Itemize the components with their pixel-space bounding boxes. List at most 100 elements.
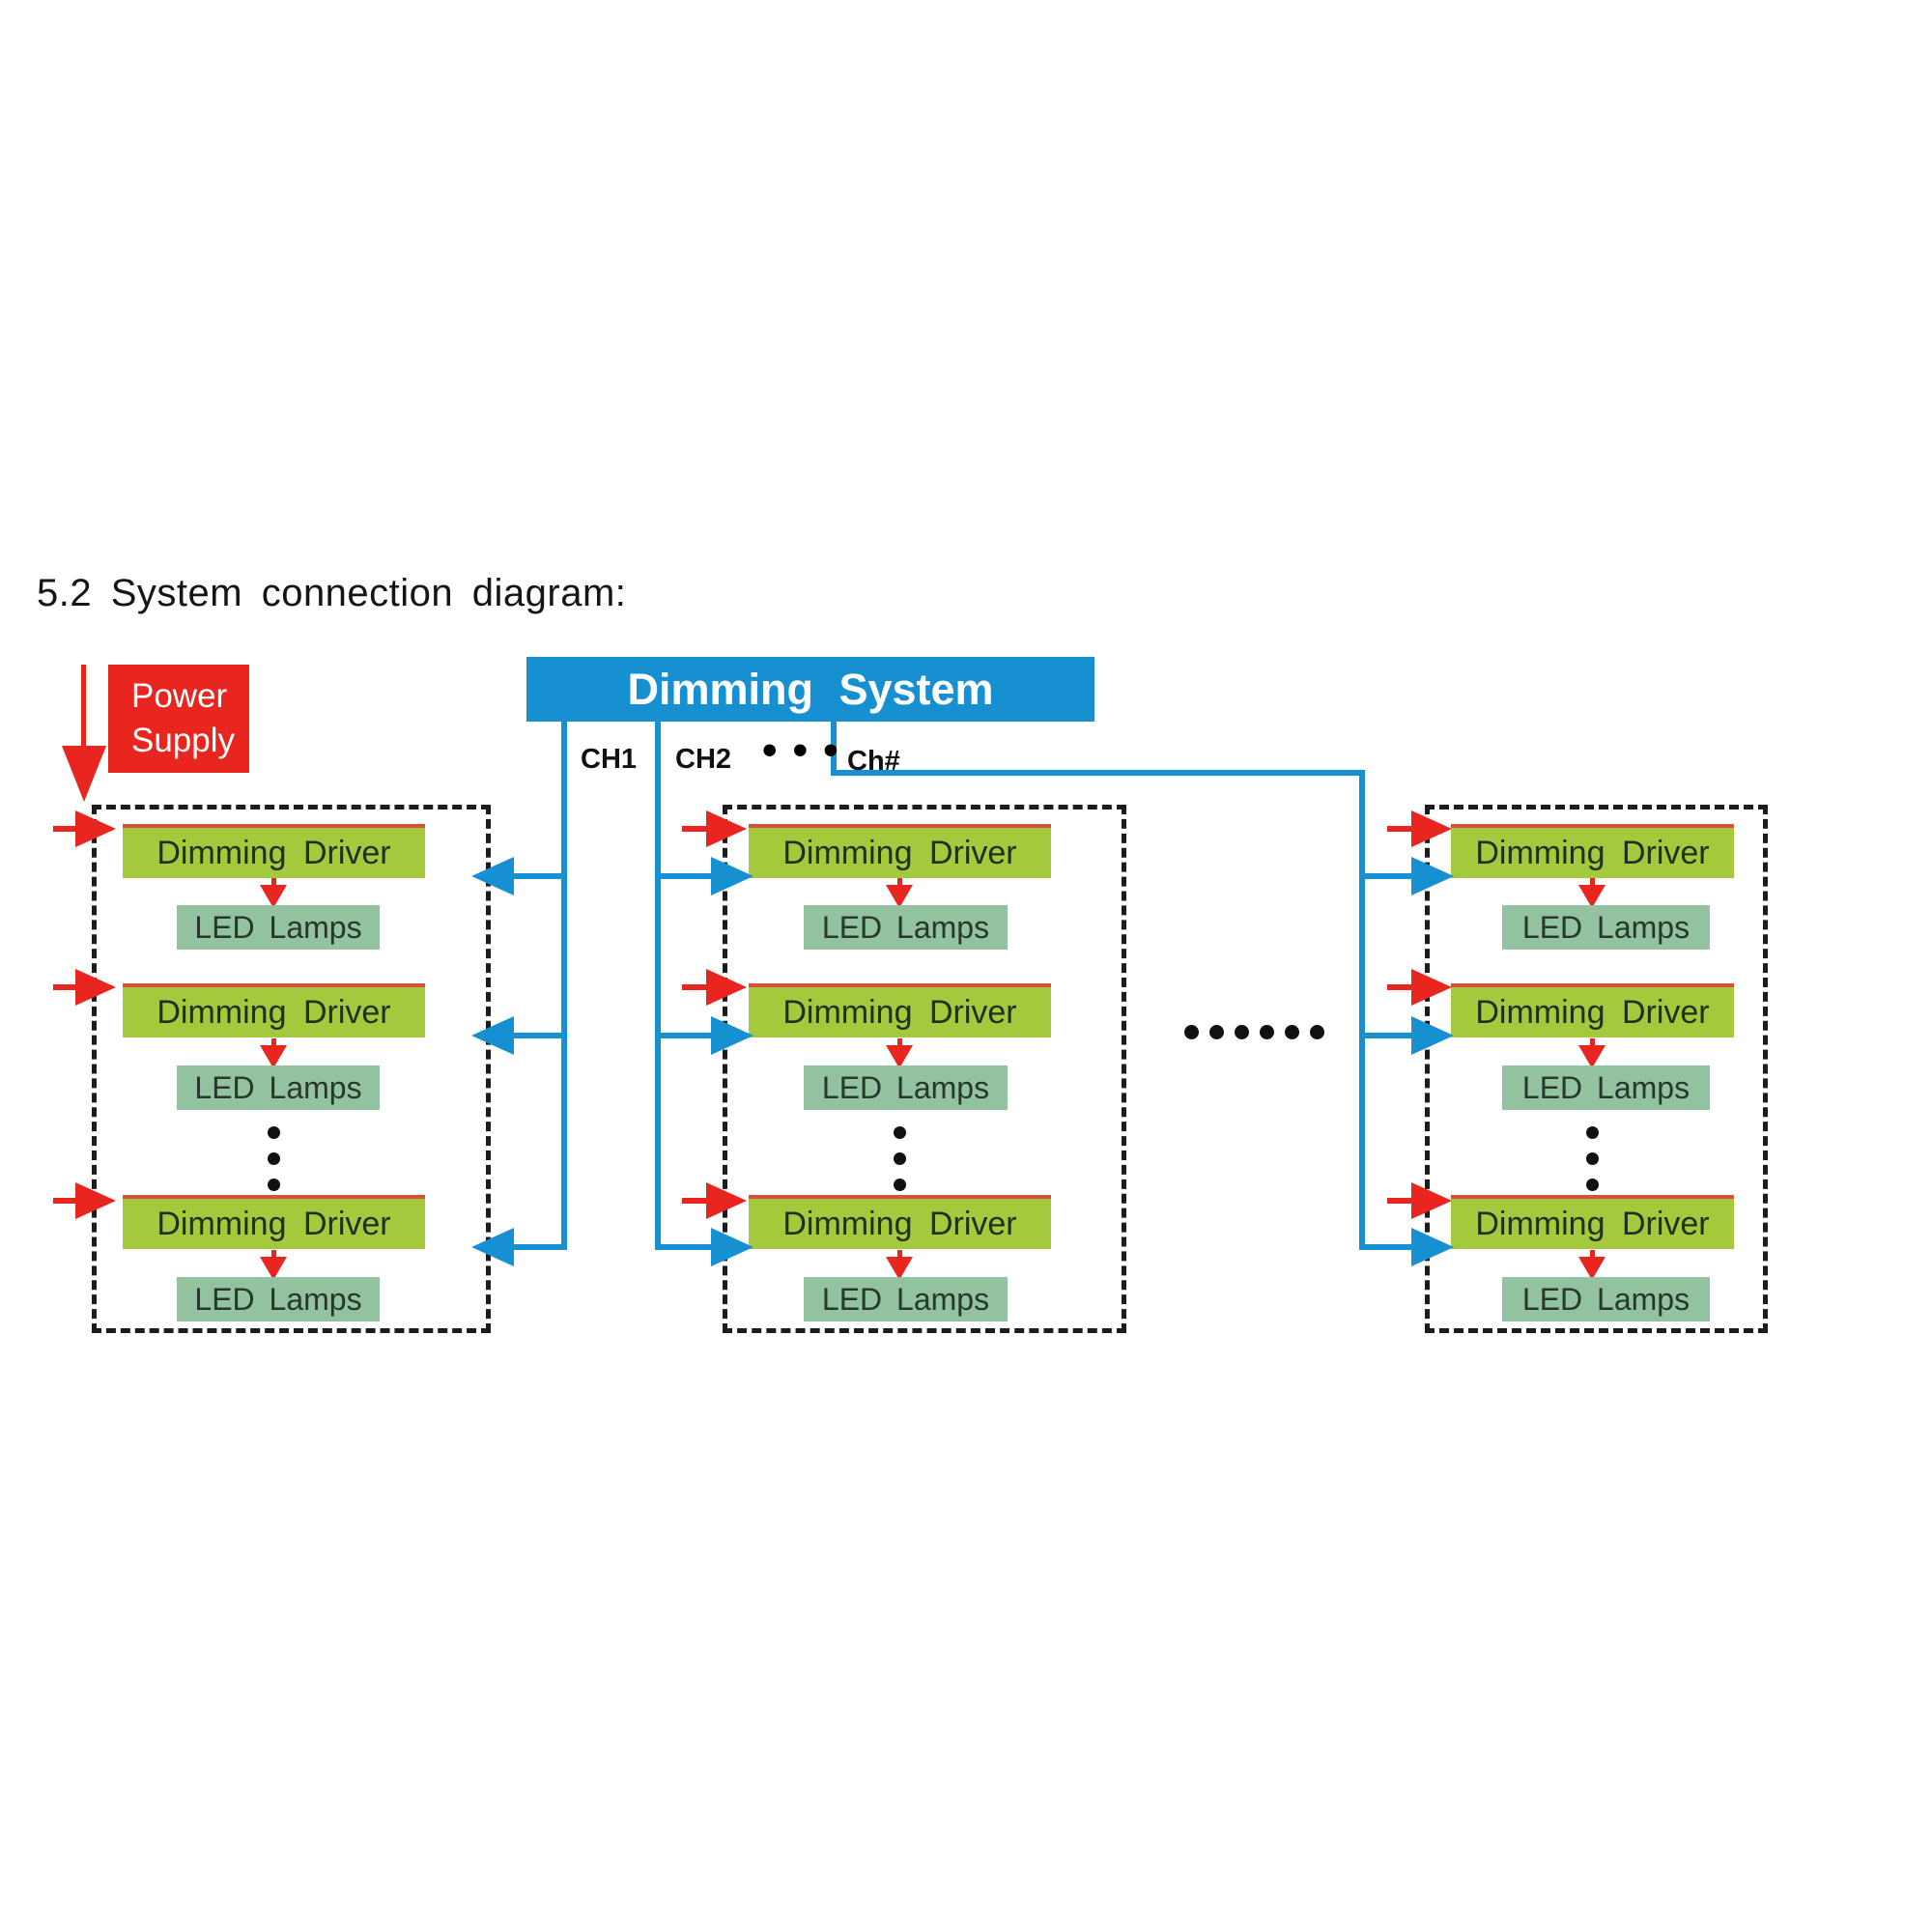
dimming-driver-label: Dimming Driver (1475, 834, 1710, 871)
ch1-label: CH1 (581, 744, 638, 775)
g2-vertical-dots (894, 1152, 906, 1165)
dimming-driver-label: Dimming Driver (782, 1205, 1017, 1242)
g2-drop-arrow-line-1 (897, 878, 902, 888)
g2-drop-arrow-line-3 (897, 1250, 902, 1260)
g1-led-lamps-1: LED Lamps (177, 905, 380, 950)
g1-drop-arrow-line-3 (271, 1250, 276, 1260)
g3-led-lamps-1: LED Lamps (1502, 905, 1710, 950)
g2-drop-arrow-icon-3 (886, 1257, 913, 1280)
g1-led-lamps-2: LED Lamps (177, 1065, 380, 1110)
g2-drop-arrow-icon-1 (886, 885, 913, 908)
g1-drop-arrow-line-1 (271, 878, 276, 888)
ch2-label: CH2 (675, 744, 732, 775)
chn-label: Ch# (847, 746, 900, 777)
g2-power-feed-arrow-icon-2 (706, 969, 747, 1006)
g2-drop-arrow-icon-2 (886, 1045, 913, 1068)
g2-dimming-driver-3: Dimming Driver (749, 1195, 1051, 1249)
g1-power-feed-arrow-icon-1 (75, 810, 116, 847)
group-ellipsis-dots (1235, 1025, 1249, 1039)
g2-dimming-driver-2: Dimming Driver (749, 983, 1051, 1037)
led-lamps-label: LED Lamps (821, 909, 990, 945)
g2-signal-line-2 (661, 1033, 713, 1038)
power-supply-arrow-line (81, 665, 86, 750)
channel-ellipsis: • • • (762, 726, 840, 774)
g1-dimming-driver-1: Dimming Driver (123, 824, 425, 878)
g2-dimming-driver-1: Dimming Driver (749, 824, 1051, 878)
g2-power-feed-line-2 (682, 984, 709, 990)
dimming-driver-label: Dimming Driver (156, 834, 391, 871)
g1-signal-line-2 (514, 1033, 567, 1038)
g3-power-feed-line-1 (1387, 826, 1414, 832)
chn-line-vertical (1359, 770, 1365, 1250)
g3-signal-line-1 (1365, 873, 1413, 879)
g3-led-lamps-3: LED Lamps (1502, 1277, 1710, 1321)
g3-vertical-dots (1586, 1152, 1599, 1165)
g1-led-lamps-3: LED Lamps (177, 1277, 380, 1321)
g1-signal-arrow-icon-3 (471, 1228, 514, 1266)
g3-signal-arrow-icon-1 (1411, 857, 1454, 895)
g1-power-feed-line-2 (53, 984, 78, 990)
g2-power-feed-arrow-icon-1 (706, 810, 747, 847)
led-lamps-label: LED Lamps (1521, 909, 1690, 945)
g3-led-lamps-2: LED Lamps (1502, 1065, 1710, 1110)
g1-power-feed-line-3 (53, 1198, 78, 1204)
g2-signal-line-3 (661, 1244, 713, 1250)
led-lamps-label: LED Lamps (194, 909, 362, 945)
g3-power-feed-arrow-icon-1 (1411, 810, 1452, 847)
g3-dimming-driver-2: Dimming Driver (1451, 983, 1734, 1037)
g3-vertical-dots (1586, 1179, 1599, 1191)
g2-signal-arrow-icon-2 (711, 1016, 753, 1055)
group-ellipsis-dots (1184, 1025, 1199, 1039)
dimming-driver-label: Dimming Driver (782, 834, 1017, 871)
g2-led-lamps-2: LED Lamps (804, 1065, 1008, 1110)
g1-power-feed-line-1 (53, 826, 78, 832)
g3-drop-arrow-line-1 (1590, 878, 1595, 888)
g3-signal-line-2 (1365, 1033, 1413, 1038)
led-lamps-label: LED Lamps (821, 1281, 990, 1317)
g1-vertical-dots (268, 1152, 280, 1165)
g2-signal-arrow-icon-1 (711, 857, 753, 895)
led-lamps-label: LED Lamps (1521, 1281, 1690, 1317)
g2-signal-line-1 (661, 873, 713, 879)
g2-vertical-dots (894, 1179, 906, 1191)
g3-power-feed-arrow-icon-2 (1411, 969, 1452, 1006)
g3-drop-arrow-line-3 (1590, 1250, 1595, 1260)
group-ellipsis-dots (1260, 1025, 1274, 1039)
power-supply-label: Power Supply (131, 676, 236, 759)
led-lamps-label: LED Lamps (194, 1069, 362, 1105)
dimming-driver-label: Dimming Driver (782, 993, 1017, 1031)
g1-signal-arrow-icon-1 (471, 857, 514, 895)
led-lamps-label: LED Lamps (821, 1069, 990, 1105)
g3-drop-arrow-icon-1 (1578, 885, 1605, 908)
led-lamps-label: LED Lamps (1521, 1069, 1690, 1105)
g1-drop-arrow-icon-2 (260, 1045, 287, 1068)
chn-line-stub (831, 722, 837, 776)
g1-vertical-dots (268, 1126, 280, 1139)
g2-power-feed-line-1 (682, 826, 709, 832)
driver-group-1 (92, 805, 491, 1333)
power-supply-box: Power Supply (108, 665, 249, 773)
section-title: 5.2 System connection diagram: (37, 572, 627, 614)
led-lamps-label: LED Lamps (194, 1281, 362, 1317)
g2-power-feed-arrow-icon-3 (706, 1182, 747, 1219)
group-ellipsis-dots (1209, 1025, 1224, 1039)
g3-signal-line-3 (1365, 1244, 1413, 1250)
g1-dimming-driver-2: Dimming Driver (123, 983, 425, 1037)
dimming-system-label: Dimming System (627, 664, 994, 714)
g3-signal-arrow-icon-2 (1411, 1016, 1454, 1055)
dimming-driver-label: Dimming Driver (156, 1205, 391, 1242)
g1-power-feed-arrow-icon-3 (75, 1182, 116, 1219)
g1-drop-arrow-line-2 (271, 1038, 276, 1048)
g3-drop-arrow-icon-2 (1578, 1045, 1605, 1068)
g1-signal-line-1 (514, 873, 567, 879)
g3-signal-arrow-icon-3 (1411, 1228, 1454, 1266)
ch1-line (561, 722, 567, 1250)
g2-vertical-dots (894, 1126, 906, 1139)
ch2-line (655, 722, 661, 1250)
g1-signal-line-3 (514, 1244, 567, 1250)
g3-drop-arrow-icon-3 (1578, 1257, 1605, 1280)
g1-power-feed-arrow-icon-2 (75, 969, 116, 1006)
g3-dimming-driver-1: Dimming Driver (1451, 824, 1734, 878)
g1-dimming-driver-3: Dimming Driver (123, 1195, 425, 1249)
